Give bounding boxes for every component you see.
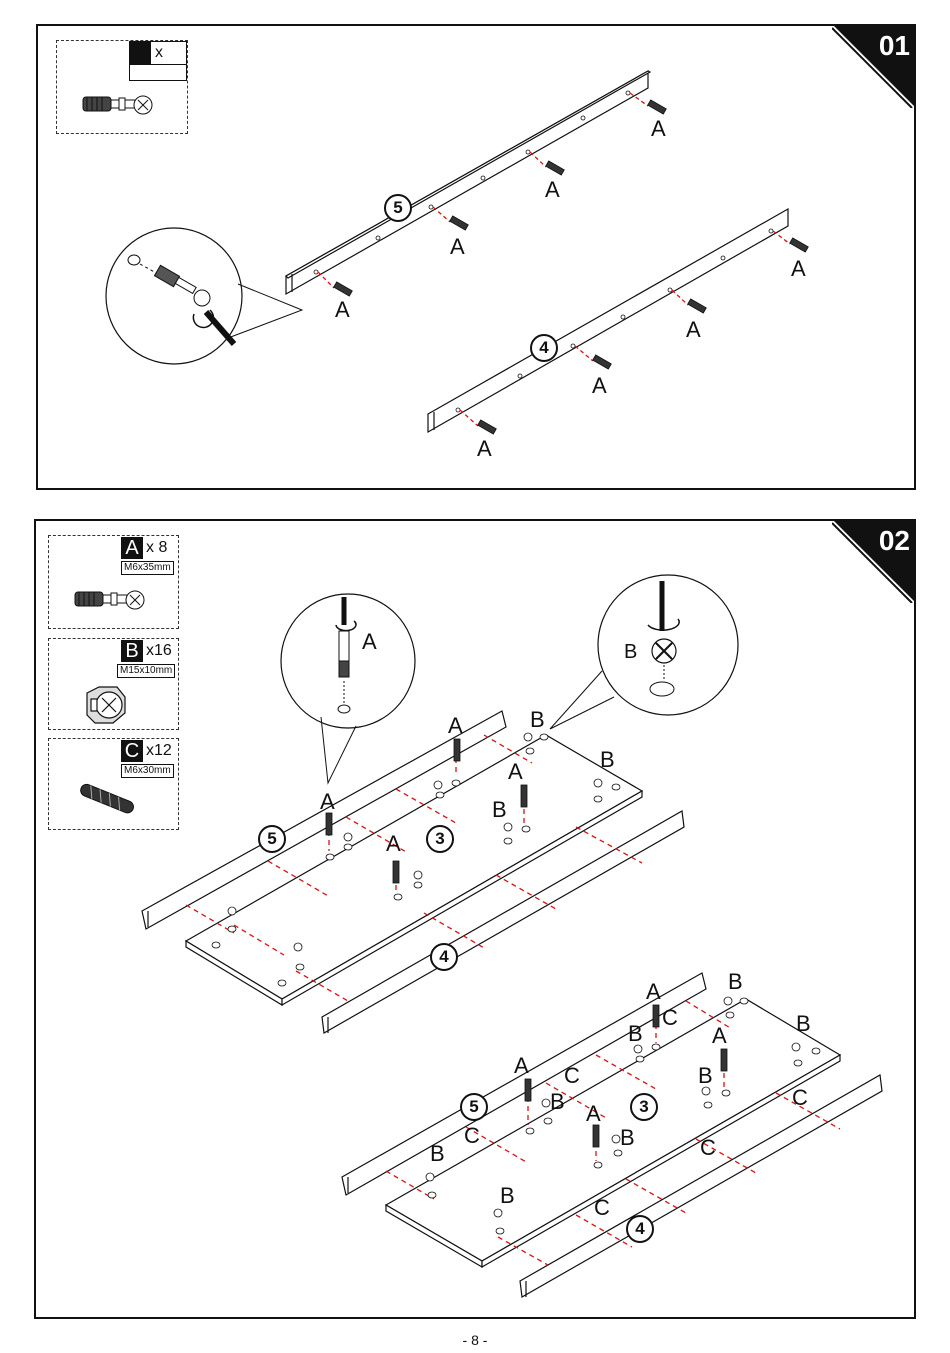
cam-label: A [592,375,607,397]
cam-label: A [646,981,661,1003]
cam-label: A [320,791,335,813]
lock-label: B [430,1143,445,1165]
lock-label: B [530,709,545,731]
cam-label: A [712,1025,727,1047]
lock-label: B [550,1091,565,1113]
cam-label: A [586,1103,601,1125]
lock-label: B [698,1065,713,1087]
cam-label: A [508,761,523,783]
lock-label: B [620,1127,635,1149]
lock-label: B [728,971,743,993]
step-02-illustration [36,521,918,1321]
cam-label: A [686,319,701,341]
part-label-4: 4 [530,334,558,362]
cam-label: A [448,715,463,737]
step-01-panel: 01 x [36,24,916,490]
part-label-5: 5 [384,194,412,222]
part-label-5: 5 [258,825,286,853]
cam-label: A [335,299,350,321]
lock-label: B [600,749,615,771]
cam-label: A [450,236,465,258]
cam-label: A [514,1055,529,1077]
part-label-4: 4 [626,1215,654,1243]
cam-label: A [386,833,401,855]
lock-label: B [628,1023,643,1045]
cam-label: A [545,179,560,201]
cam-label: A [791,258,806,280]
lock-label: B [796,1013,811,1035]
callout-label-a: A [362,631,377,653]
step-02-panel: 02 A x 8 M6x35mm B x16 M15x10mm [34,519,916,1319]
part-label-4: 4 [430,943,458,971]
step-01-illustration [38,26,918,492]
dowel-label: C [564,1065,580,1087]
part-label-3: 3 [426,825,454,853]
dowel-label: C [662,1007,678,1029]
dowel-label: C [792,1087,808,1109]
part-label-5: 5 [460,1093,488,1121]
page-number: - 8 - [0,1332,950,1348]
cam-label: A [651,118,666,140]
part-label-3: 3 [630,1093,658,1121]
callout-label-b: B [624,641,637,663]
lock-label: B [492,799,507,821]
dowel-label: C [464,1125,480,1147]
dowel-label: C [594,1197,610,1219]
dowel-label: C [700,1137,716,1159]
lock-label: B [500,1185,515,1207]
cam-label: A [477,438,492,460]
